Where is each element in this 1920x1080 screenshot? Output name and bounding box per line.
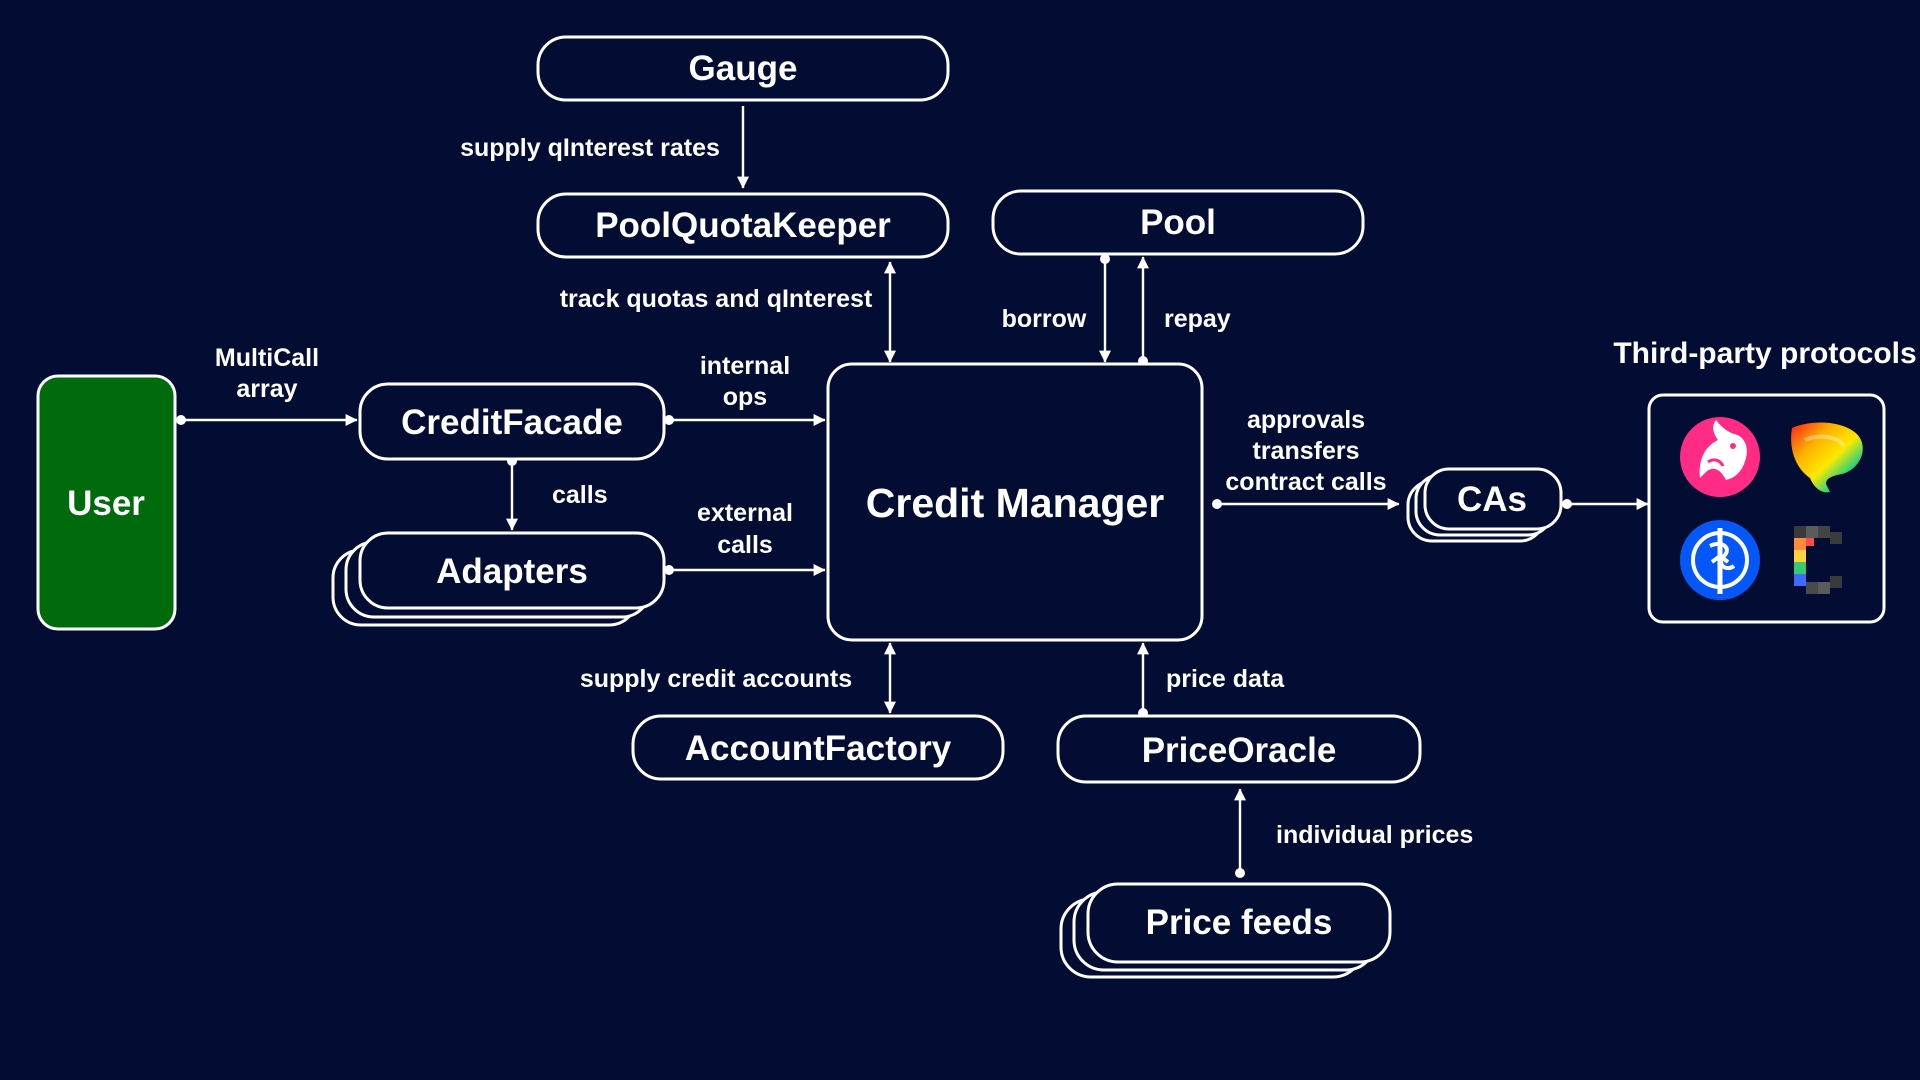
node-pqk-label: PoolQuotaKeeper bbox=[595, 206, 891, 245]
node-price-feeds-label: Price feeds bbox=[1146, 903, 1333, 942]
node-credit-manager-label: Credit Manager bbox=[866, 480, 1164, 526]
node-credit-facade-label: CreditFacade bbox=[401, 403, 623, 442]
node-adapters-label: Adapters bbox=[436, 552, 588, 591]
node-cas: CAs bbox=[1406, 467, 1563, 543]
node-gauge-label: Gauge bbox=[689, 49, 798, 88]
node-pool-quota-keeper: PoolQuotaKeeper bbox=[536, 192, 950, 259]
label-external-calls-line1: external bbox=[697, 499, 793, 527]
node-cas-label: CAs bbox=[1457, 480, 1527, 519]
node-gauge: Gauge bbox=[536, 35, 950, 102]
node-account-factory: AccountFactory bbox=[631, 714, 1005, 781]
label-transfers: transfers bbox=[1253, 437, 1360, 465]
label-internal-ops-line2: ops bbox=[723, 383, 767, 411]
third-party-protocols-box bbox=[1647, 393, 1886, 624]
label-repay: repay bbox=[1164, 305, 1231, 333]
edge-credit-manager-to-cas bbox=[1212, 498, 1400, 510]
edge-facade-to-credit-manager bbox=[664, 414, 826, 426]
node-price-oracle-label: PriceOracle bbox=[1142, 731, 1337, 770]
node-pool-label: Pool bbox=[1140, 203, 1216, 242]
curve-icon bbox=[1791, 422, 1863, 493]
label-internal-ops-line1: internal bbox=[700, 352, 790, 380]
node-credit-manager: Credit Manager bbox=[826, 362, 1204, 642]
edge-facade-to-adapters bbox=[506, 456, 518, 531]
label-contract-calls: contract calls bbox=[1225, 468, 1386, 496]
label-calls: calls bbox=[552, 481, 608, 509]
label-price-data: price data bbox=[1166, 665, 1285, 693]
label-track-quotas: track quotas and qInterest bbox=[560, 285, 873, 313]
node-price-oracle: PriceOracle bbox=[1056, 714, 1422, 784]
edge-user-to-credit-facade bbox=[176, 414, 358, 426]
label-approvals: approvals bbox=[1247, 406, 1365, 434]
edge-repay bbox=[1137, 256, 1149, 366]
node-user: User bbox=[36, 374, 177, 631]
third-party-title: Third-party protocols bbox=[1613, 337, 1916, 370]
yearn-icon bbox=[1680, 520, 1760, 600]
label-borrow: borrow bbox=[1002, 305, 1087, 333]
node-pool: Pool bbox=[991, 189, 1365, 256]
convex-icon bbox=[1794, 526, 1842, 594]
node-user-label: User bbox=[67, 484, 145, 523]
label-supply-qinterest: supply qInterest rates bbox=[460, 134, 720, 162]
edge-borrow bbox=[1099, 254, 1111, 363]
uniswap-icon bbox=[1680, 417, 1760, 497]
label-multicall-line2: array bbox=[236, 375, 297, 403]
node-adapters: Adapters bbox=[331, 531, 666, 627]
edge-cas-to-third-party bbox=[1562, 498, 1649, 510]
edge-adapters-to-credit-manager bbox=[664, 564, 826, 576]
label-external-calls-line2: calls bbox=[717, 531, 773, 559]
node-price-feeds: Price feeds bbox=[1059, 882, 1392, 979]
label-individual-prices: individual prices bbox=[1276, 821, 1473, 849]
node-credit-facade: CreditFacade bbox=[358, 382, 666, 461]
node-account-factory-label: AccountFactory bbox=[685, 729, 952, 768]
edge-price-oracle-to-credit-manager bbox=[1137, 642, 1149, 718]
label-supply-credit-accounts: supply credit accounts bbox=[580, 665, 852, 693]
label-multicall-line1: MultiCall bbox=[215, 344, 319, 372]
edge-price-feeds-to-oracle bbox=[1234, 788, 1246, 878]
